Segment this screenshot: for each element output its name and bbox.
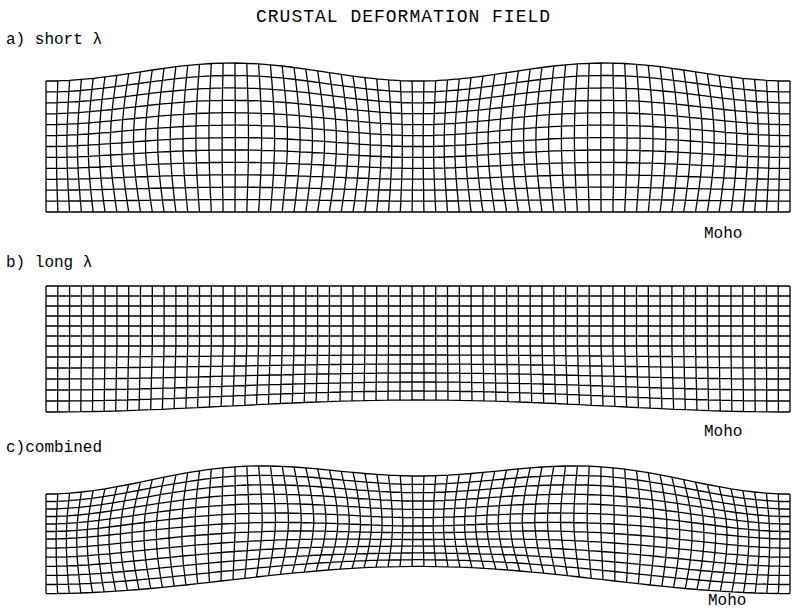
grid-short-wavelength xyxy=(46,63,790,212)
grid-lines xyxy=(46,286,790,412)
grid-long-wavelength xyxy=(46,286,790,412)
panel-label: c)combined xyxy=(6,440,102,458)
grid-lines xyxy=(46,63,790,212)
grid-combined xyxy=(46,466,790,594)
layer-label: Moho xyxy=(704,424,742,442)
diagram-title: CRUSTAL DEFORMATION FIELD xyxy=(256,8,551,28)
panel-label: b) long λ xyxy=(6,255,92,273)
grid-lines xyxy=(46,466,790,594)
layer-label: Moho xyxy=(708,593,746,611)
layer-label: Moho xyxy=(704,226,742,244)
panel-label: a) short λ xyxy=(6,32,102,50)
